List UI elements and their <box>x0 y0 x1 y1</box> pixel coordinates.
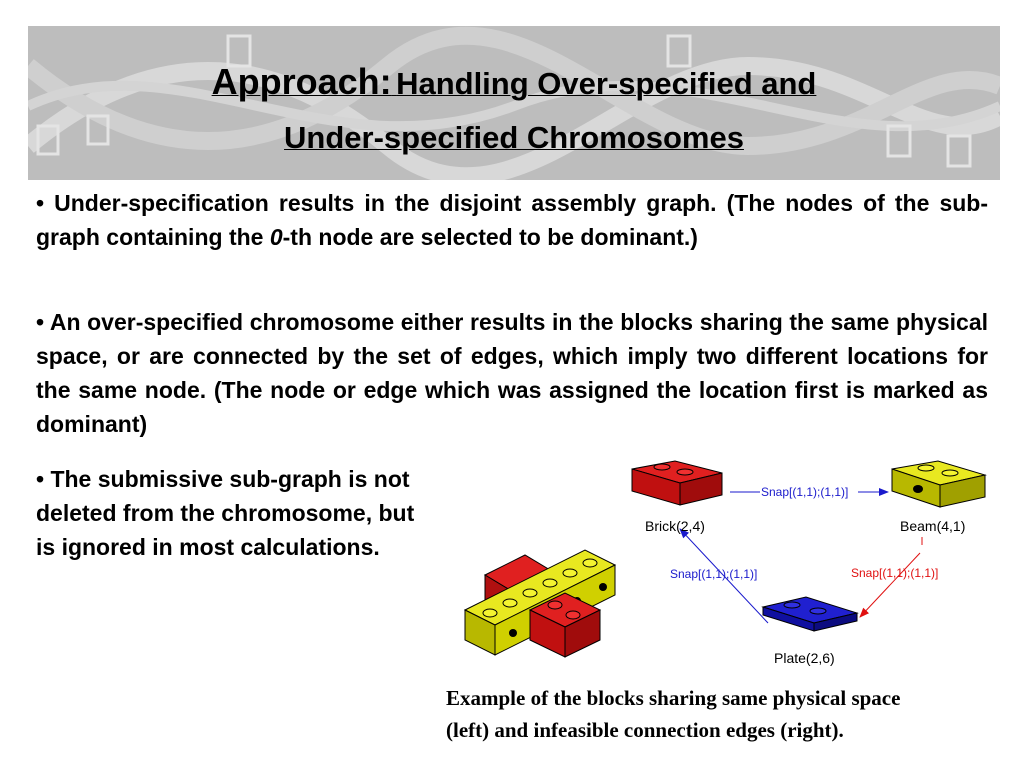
bullet-marker: • <box>36 190 45 216</box>
edge-label-brick-beam: Snap[(1,1);(1,1)] <box>761 485 849 499</box>
edge-label-plate-brick: Snap[(1,1);(1,1)] <box>670 567 758 581</box>
bullet-text: An over-specified chromosome either resu… <box>36 309 989 437</box>
caption-line1: Example of the blocks sharing same physi… <box>446 686 901 710</box>
overlapping-blocks-illustration <box>463 549 617 658</box>
caption-line2: (left) and infeasible connection edges (… <box>446 718 844 742</box>
bullet-marker: • <box>36 309 45 335</box>
dna-background-graphic <box>28 26 1000 180</box>
node-label-plate: Plate(2,6) <box>774 650 835 666</box>
page-title: Approach: Handling Over-specified and Un… <box>28 58 1000 168</box>
node-label-beam: Beam(4,1) <box>900 518 966 534</box>
bullet-marker: • <box>36 466 45 492</box>
title-subtitle-line1: Handling Over-specified and <box>396 66 817 101</box>
bullet-submissive-subgraph: • The submissive sub-graph is not delete… <box>36 462 428 564</box>
brick-block-icon <box>631 460 723 506</box>
title-main: Approach: <box>211 61 392 102</box>
title-banner: Approach: Handling Over-specified and Un… <box>28 26 1000 180</box>
bullet-under-specification: • Under-specification results in the dis… <box>36 186 988 254</box>
bullet-text-end: -th node are selected to be dominant.) <box>282 224 698 250</box>
bullet-text: Under-specification results in the disjo… <box>36 190 988 250</box>
plate-block-icon <box>761 596 859 632</box>
bullet-over-specification: • An over-specified chromosome either re… <box>36 305 988 441</box>
node-label-brick: Brick(2,4) <box>645 518 705 534</box>
bullet-italic-zero: 0 <box>269 224 283 250</box>
title-subtitle-line2: Under-specified Chromosomes <box>284 120 744 155</box>
beam-block-icon <box>891 460 987 508</box>
bullet-text: The submissive sub-graph is not deleted … <box>36 466 415 560</box>
edge-label-beam-plate: Snap[(1,1);(1,1)] <box>851 566 939 580</box>
connection-graph <box>631 460 987 632</box>
figure-caption: Example of the blocks sharing same physi… <box>446 682 1016 746</box>
